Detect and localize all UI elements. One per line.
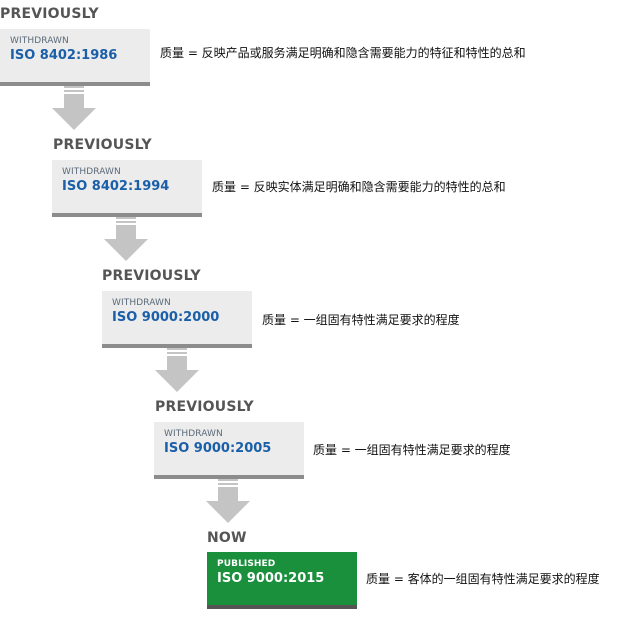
stage-3-definition: 质量 = 一组固有特性满足要求的程度 — [262, 313, 460, 327]
stage-1-status: WITHDRAWN — [10, 36, 69, 46]
stage-5-status: PUBLISHED — [217, 559, 276, 569]
stage-4-standard: ISO 9000:2005 — [164, 441, 272, 456]
down-arrow-icon — [52, 86, 96, 130]
stage-1-heading: PREVIOUSLY — [0, 6, 99, 22]
stage-2-definition: 质量 = 反映实体满足明确和隐含需要能力的特性的总和 — [212, 180, 506, 194]
stage-5-definition: 质量 = 客体的一组固有特性满足要求的程度 — [366, 572, 600, 586]
down-arrow-icon — [155, 348, 199, 392]
down-arrow-icon — [206, 479, 250, 523]
stage-3-status: WITHDRAWN — [112, 298, 171, 308]
stage-3-card: WITHDRAWN ISO 9000:2000 — [102, 291, 252, 348]
stage-2-standard: ISO 8402:1994 — [62, 179, 170, 194]
stage-2-heading: PREVIOUSLY — [53, 137, 152, 153]
stage-4-definition: 质量 = 一组固有特性满足要求的程度 — [313, 443, 511, 457]
stage-1-card: WITHDRAWN ISO 8402:1986 — [0, 29, 150, 86]
stage-5-card: PUBLISHED ISO 9000:2015 — [207, 552, 357, 609]
stage-4-card: WITHDRAWN ISO 9000:2005 — [154, 422, 304, 479]
stage-3-heading: PREVIOUSLY — [102, 268, 201, 284]
stage-3-standard: ISO 9000:2000 — [112, 310, 220, 325]
stage-1-definition: 质量 = 反映产品或服务满足明确和隐含需要能力的特征和特性的总和 — [160, 46, 526, 60]
stage-2-card: WITHDRAWN ISO 8402:1994 — [52, 160, 202, 217]
stage-1-standard: ISO 8402:1986 — [10, 48, 118, 63]
stage-5-heading: NOW — [207, 530, 247, 546]
stage-5-standard: ISO 9000:2015 — [217, 571, 325, 586]
stage-4-status: WITHDRAWN — [164, 429, 223, 439]
down-arrow-icon — [104, 217, 148, 261]
stage-2-status: WITHDRAWN — [62, 167, 121, 177]
stage-4-heading: PREVIOUSLY — [155, 399, 254, 415]
